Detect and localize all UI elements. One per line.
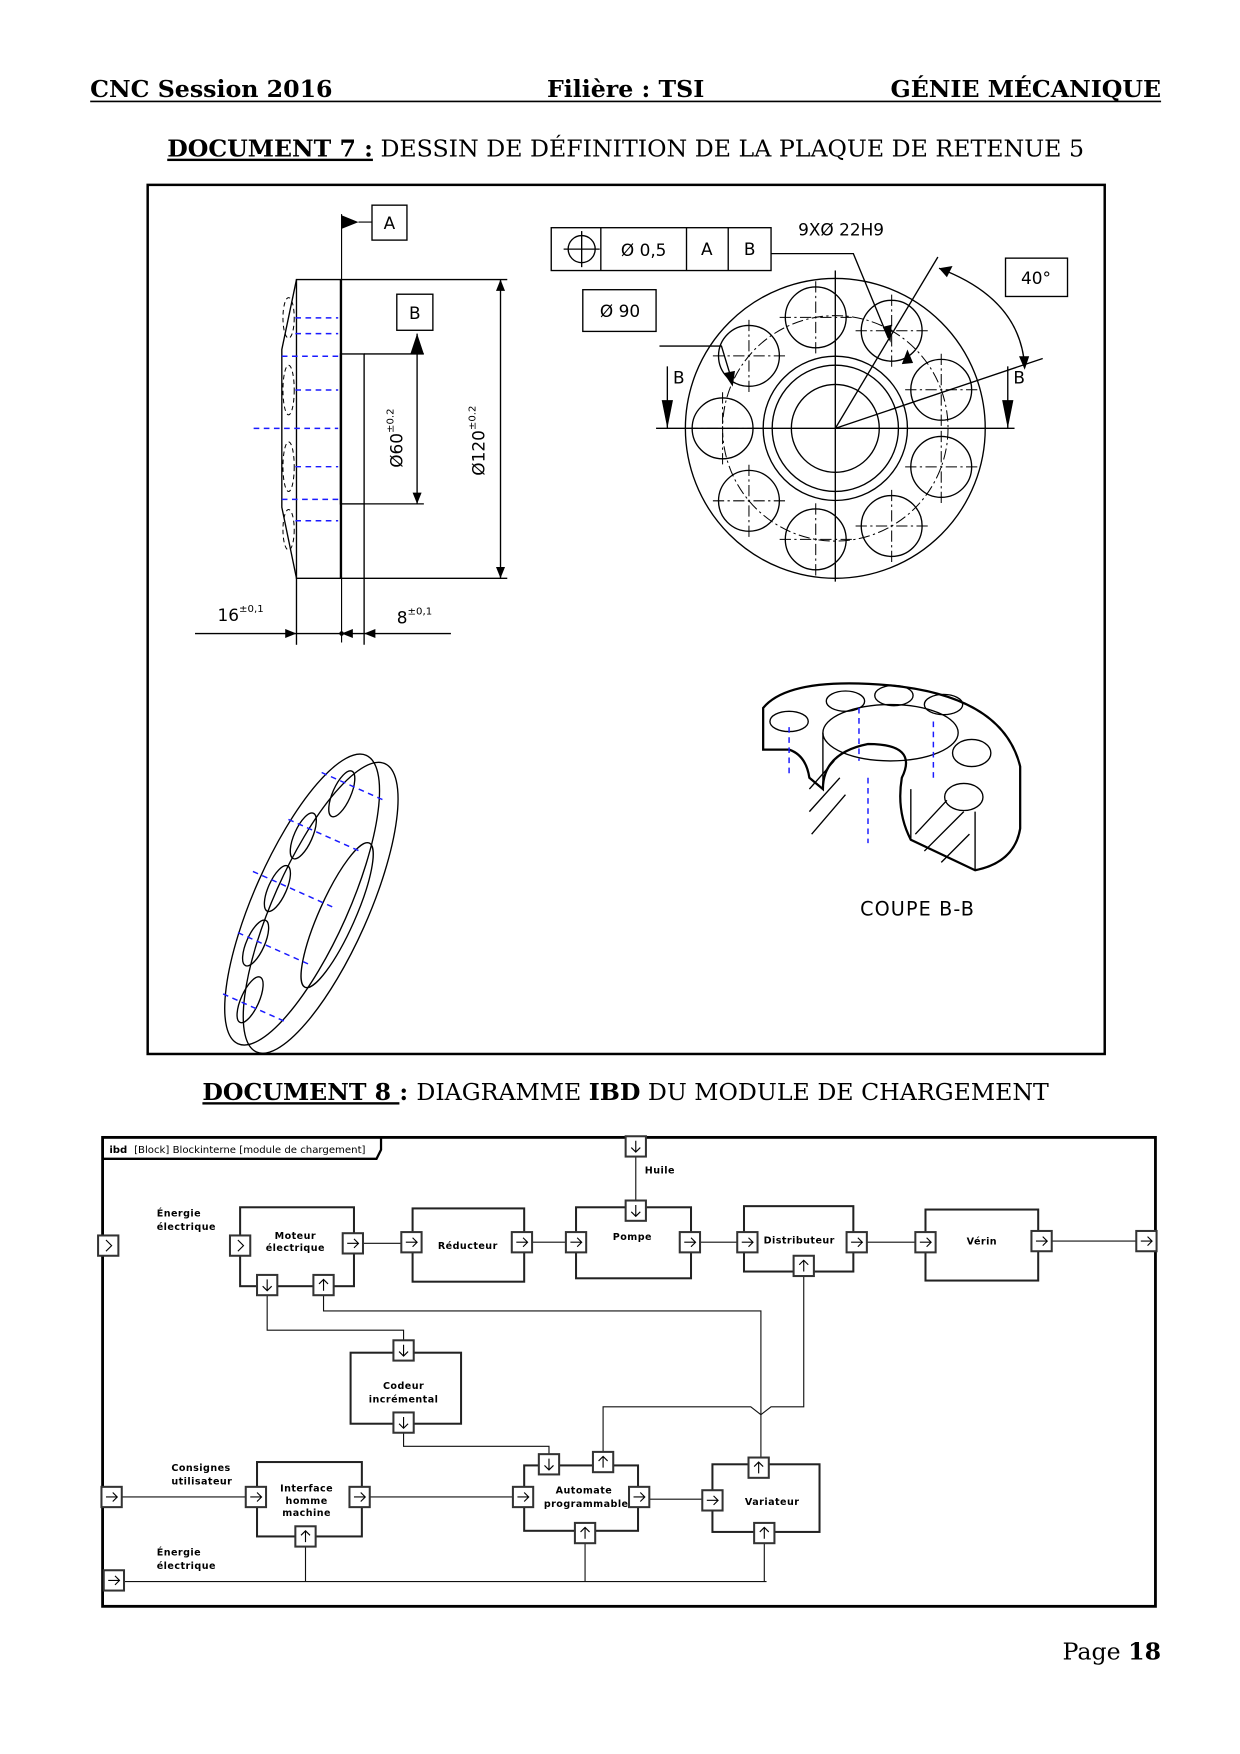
block-moteur-label-2: électrique (266, 1243, 325, 1254)
header-session: CNC Session 2016 (90, 75, 332, 103)
port-arrow-down-icon[interactable] (537, 1453, 561, 1476)
block-pompe-label: Pompe (613, 1232, 652, 1243)
flow-energie-bottom: Énergie (157, 1547, 201, 1559)
document7-label: DOCUMENT 7 : (167, 135, 373, 163)
ibd-diagram: ibd[Block] Blockinterne [module de charg… (97, 1135, 1158, 1608)
port-arrow-right-icon[interactable] (736, 1231, 759, 1254)
port-arrow-right-icon[interactable] (1135, 1229, 1158, 1253)
datum-b-label: B (409, 303, 421, 323)
port-arrow-up-icon[interactable] (747, 1456, 770, 1479)
fcf-datum-a: A (701, 239, 713, 259)
port-arrow-up-icon[interactable] (591, 1450, 615, 1474)
ibd-ports (97, 1135, 1158, 1592)
port-arrow-right-icon[interactable] (564, 1231, 588, 1254)
section-mark-right: B (1013, 367, 1025, 387)
side-view: A B Ø60±0.2 Ø120±0.2 16±0,1 8±0,1 (195, 204, 508, 645)
port-arrow-right-icon[interactable] (102, 1569, 126, 1592)
port-arrow-right-icon[interactable] (341, 1232, 365, 1255)
block-ihm-label-2: homme (286, 1496, 328, 1507)
block-variateur-label: Variateur (745, 1497, 800, 1508)
dim-d60: Ø60±0.2 (385, 408, 406, 467)
header-subject: GÉNIE MÉCANIQUE (891, 74, 1162, 103)
port-arrow-right-icon[interactable] (510, 1231, 534, 1254)
dim-8: 8±0,1 (397, 606, 432, 627)
flow-energie-bottom-2: électrique (157, 1561, 216, 1572)
section-view: COUPE B-B (762, 682, 1022, 920)
document7-title-text: DESSIN DE DÉFINITION DE LA PLAQUE DE RET… (373, 134, 1084, 163)
document8-title: DOCUMENT 8 : DIAGRAMME IBD DU MODULE DE … (202, 1078, 1049, 1106)
fcf-tolerance: Ø 0,5 (621, 240, 667, 260)
port-arrow-right-icon[interactable] (701, 1489, 724, 1512)
block-codeur-label-2: incrémental (369, 1394, 439, 1405)
front-view: B B 40° Ø 0,5 A B 9XØ 22H9 Ø 90 (550, 220, 1069, 582)
flow-consignes: Consignes (171, 1463, 230, 1474)
block-distributeur-label: Distributeur (764, 1235, 835, 1246)
port-arrow-right-icon[interactable] (628, 1485, 651, 1509)
port-arrow-down-icon[interactable] (392, 1411, 415, 1434)
port-arrow-down-icon[interactable] (624, 1135, 647, 1158)
port-arrow-right-icon[interactable] (400, 1231, 423, 1254)
port-arrow-up-icon[interactable] (312, 1273, 335, 1297)
position-tolerance-icon (563, 231, 600, 268)
port-arrow-right-icon[interactable] (244, 1485, 268, 1509)
page-header: CNC Session 2016 Filière : TSI GÉNIE MÉC… (90, 74, 1161, 103)
fcf-datum-b: B (744, 239, 756, 259)
port-chevron-right-icon[interactable] (97, 1234, 120, 1257)
document7-title: DOCUMENT 7 : DESSIN DE DÉFINITION DE LA … (167, 134, 1084, 163)
angle-40: 40° (1021, 268, 1051, 288)
port-arrow-up-icon[interactable] (294, 1525, 317, 1548)
port-arrow-right-icon[interactable] (914, 1231, 937, 1254)
port-arrow-right-icon[interactable] (845, 1231, 868, 1254)
page-number: Page 18 (1063, 1637, 1162, 1665)
flow-huile: Huile (645, 1165, 675, 1176)
port-chevron-right-icon[interactable] (228, 1234, 252, 1257)
block-moteur[interactable] (239, 1206, 355, 1288)
pcd-label: Ø 90 (600, 301, 640, 321)
port-arrow-up-icon[interactable] (573, 1521, 597, 1545)
flow-consignes-2: utilisateur (171, 1477, 232, 1488)
port-arrow-up-icon[interactable] (753, 1521, 776, 1545)
port-arrow-down-icon[interactable] (256, 1273, 279, 1297)
port-arrow-up-icon[interactable] (792, 1254, 815, 1278)
port-arrow-right-icon[interactable] (678, 1231, 702, 1254)
block-ihm-label: Interface (280, 1483, 333, 1494)
block-automate-label-2: programmable (544, 1499, 629, 1510)
ibd-frame-label: ibd[Block] Blockinterne [module de charg… (109, 1145, 365, 1156)
block-moteur-label: Moteur (275, 1231, 316, 1242)
port-arrow-right-icon[interactable] (100, 1485, 123, 1509)
block-codeur-label: Codeur (383, 1381, 424, 1392)
feature-control-frame: Ø 0,5 A B (550, 227, 772, 272)
port-arrow-right-icon[interactable] (511, 1485, 535, 1509)
dim-d120: Ø120±0.2 (468, 406, 489, 476)
header-filiere: Filière : TSI (547, 75, 704, 103)
isometric-view (222, 753, 399, 1054)
datum-a-label: A (384, 213, 396, 233)
port-arrow-right-icon[interactable] (348, 1485, 371, 1509)
port-arrow-down-icon[interactable] (624, 1199, 647, 1222)
drawing-frame (146, 183, 1106, 1056)
port-arrow-right-icon[interactable] (1030, 1229, 1053, 1253)
holes-callout: 9XØ 22H9 (798, 220, 884, 240)
block-ihm-label-3: machine (282, 1508, 331, 1519)
section-mark-left: B (673, 367, 685, 387)
port-arrow-down-icon[interactable] (392, 1339, 415, 1362)
block-reducteur[interactable] (411, 1207, 526, 1283)
block-verin-label: Vérin (967, 1236, 997, 1247)
dim-16: 16±0,1 (218, 604, 264, 625)
block-automate-label: Automate (556, 1486, 613, 1497)
block-verin[interactable] (924, 1208, 1040, 1282)
ibd-connectors (121, 1156, 1137, 1583)
flow-energie-top: Énergie (157, 1207, 201, 1219)
block-reducteur-label: Réducteur (438, 1241, 498, 1252)
flow-energie-top-2: électrique (157, 1222, 216, 1233)
section-title: COUPE B-B (860, 897, 975, 920)
